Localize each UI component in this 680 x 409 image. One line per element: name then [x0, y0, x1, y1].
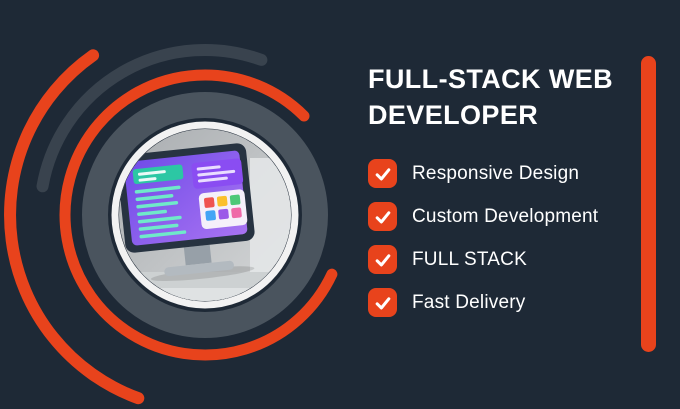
feature-list: Responsive Design Custom Development FUL… [368, 159, 644, 318]
monitor-illustration [119, 143, 255, 282]
monitor-base [164, 260, 234, 277]
list-item: FULL STACK [368, 245, 644, 275]
check-icon [368, 202, 397, 232]
grey-ring [82, 92, 328, 338]
screen-line [138, 177, 157, 182]
screen-line [137, 215, 182, 224]
screen-line [138, 223, 179, 231]
monitor-shadow [150, 266, 255, 282]
screen-line [136, 201, 179, 209]
monitor-stand [183, 244, 212, 266]
check-icon [368, 159, 397, 189]
app-tile [216, 195, 228, 207]
feature-label: Fast Delivery [412, 291, 526, 313]
screen-line [135, 193, 174, 202]
feature-label: Responsive Design [412, 162, 580, 184]
screen-line [137, 170, 166, 176]
list-item: Responsive Design [368, 159, 644, 189]
feature-label: Custom Development [412, 205, 599, 227]
app-tile [229, 194, 241, 206]
check-icon [368, 288, 397, 318]
app-tile [231, 207, 242, 219]
screen-line [134, 185, 181, 194]
screen-line [137, 209, 167, 216]
app-tile [218, 208, 229, 220]
feature-label: FULL STACK [412, 248, 527, 270]
list-item: Fast Delivery [368, 288, 644, 318]
page-title: FULL-STACK WEB DEVELOPER [368, 64, 614, 130]
accent-bar [641, 56, 656, 352]
check-icon [368, 245, 397, 275]
outer-orange-arc [4, 49, 145, 405]
outer-grey-arc [36, 44, 268, 193]
screen-line [196, 165, 221, 171]
white-ring [111, 121, 299, 309]
app-tile [205, 210, 216, 221]
screen-line [197, 176, 228, 183]
screen-line [139, 230, 187, 239]
banner-content: FULL-STACK WEB DEVELOPER Responsive Desi… [368, 62, 644, 331]
orange-spiral-ring [59, 69, 338, 361]
screen-line [197, 169, 236, 177]
app-tile [203, 197, 215, 208]
list-item: Custom Development [368, 202, 644, 232]
